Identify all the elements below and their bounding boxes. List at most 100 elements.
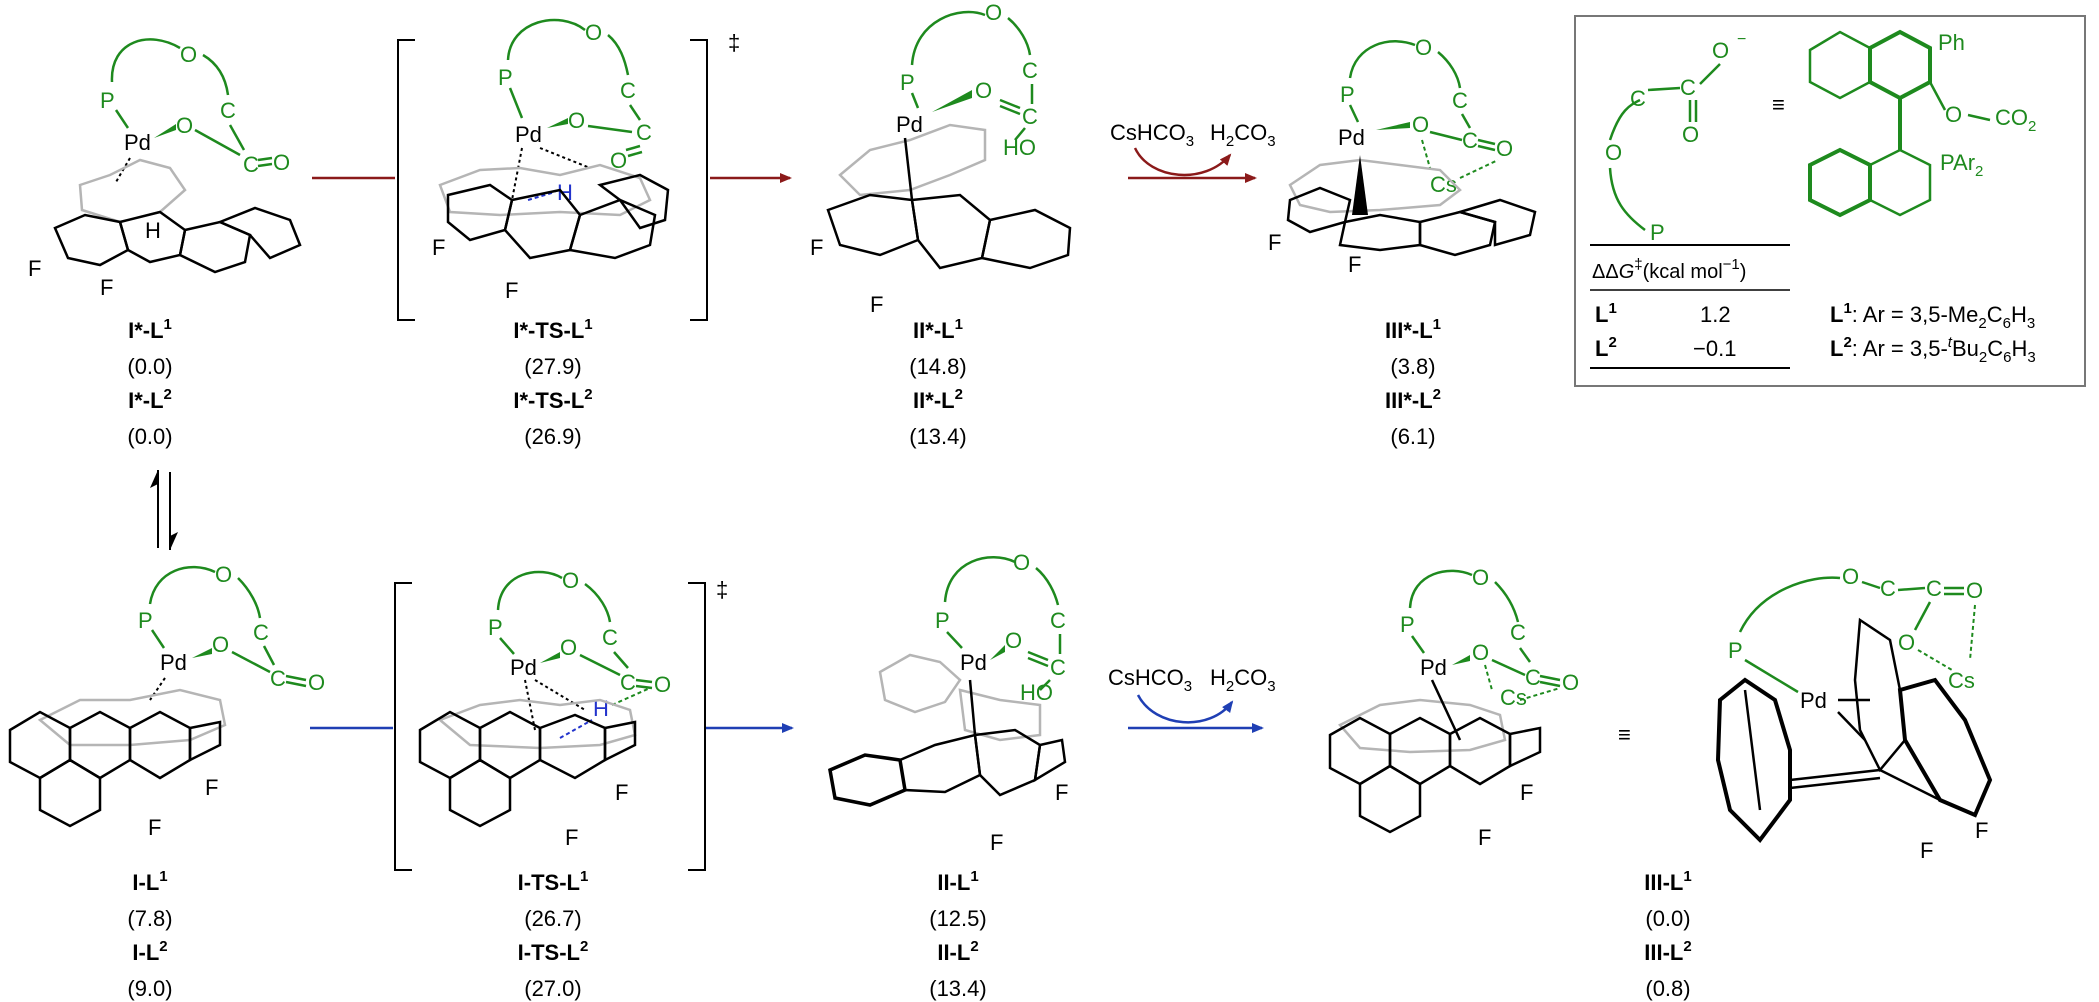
svg-text:III*-L2: III*-L2	[1385, 386, 1441, 413]
atom-f: F	[100, 275, 113, 300]
svg-text:I-TS-L1: I-TS-L1	[518, 868, 589, 895]
svg-text:O: O	[1496, 136, 1513, 161]
structure-TS-star: P O C C O O Pd H F F	[432, 18, 670, 303]
atom-c: C	[243, 152, 259, 177]
svg-text:O: O	[585, 20, 602, 45]
svg-text:(26.7): (26.7)	[524, 906, 581, 931]
svg-text:(13.4): (13.4)	[929, 976, 986, 1001]
svg-text:III*-L1: III*-L1	[1385, 316, 1441, 343]
svg-text:O: O	[1682, 122, 1699, 147]
svg-text:P: P	[1650, 220, 1665, 245]
label-TS-star: I*-TS-L1 (27.9) I*-TS-L2 (26.9)	[513, 316, 592, 449]
svg-text:III-L2: III-L2	[1644, 938, 1691, 965]
svg-text:F: F	[1478, 825, 1491, 850]
svg-text:(0.0): (0.0)	[127, 354, 172, 379]
svg-text:O: O	[308, 670, 325, 695]
reagent-arrow-top: CsHCO3 H2CO3	[1110, 120, 1276, 183]
svg-text:PAr2: PAr2	[1940, 150, 1983, 180]
svg-text:(0.8): (0.8)	[1645, 976, 1690, 1001]
svg-text:O: O	[1472, 565, 1489, 590]
svg-text:F: F	[1975, 818, 1988, 843]
structure-II-star: P O C C O HO Pd F F	[810, 0, 1072, 317]
svg-text:C: C	[620, 670, 636, 695]
svg-text:F: F	[810, 235, 823, 260]
svg-text:F: F	[1268, 230, 1281, 255]
svg-text:O: O	[562, 568, 579, 593]
svg-text:C: C	[1680, 75, 1696, 100]
svg-text:C: C	[253, 620, 269, 645]
svg-text:L1: Ar = 3,5-Me2C6H3: L1: Ar = 3,5-Me2C6H3	[1830, 300, 2035, 332]
svg-text:I*-L2: I*-L2	[128, 386, 172, 413]
structure-III-star: P O C C O O Cs Pd F F	[1268, 35, 1537, 277]
svg-text:C: C	[1630, 86, 1646, 111]
atom-o: O	[273, 150, 290, 175]
svg-text:F: F	[1920, 838, 1933, 863]
svg-text:F: F	[1348, 252, 1361, 277]
svg-text:O: O	[1898, 630, 1915, 655]
svg-text:H: H	[557, 180, 573, 205]
svg-text:I*-TS-L2: I*-TS-L2	[513, 386, 592, 413]
svg-text:HO: HO	[1020, 680, 1053, 705]
svg-text:III-L1: III-L1	[1644, 868, 1691, 895]
svg-text:Cs: Cs	[1948, 668, 1975, 693]
svg-text:O: O	[1472, 640, 1489, 665]
svg-text:Pd: Pd	[510, 655, 537, 680]
svg-text:C: C	[1022, 104, 1038, 129]
structure-III-3d: P O C C O O Cs Pd F F	[1715, 564, 1993, 863]
structure-I: P O C C O O Pd F F	[8, 562, 325, 840]
svg-text:(12.5): (12.5)	[929, 906, 986, 931]
svg-text:C: C	[620, 78, 636, 103]
svg-text:O: O	[985, 0, 1002, 25]
svg-text:O: O	[212, 632, 229, 657]
dagger: ‡	[728, 30, 740, 55]
svg-text:F: F	[1055, 780, 1068, 805]
label-II-star: II*-L1 (14.8) II*-L2 (13.4)	[909, 316, 966, 449]
svg-text:C: C	[1050, 655, 1066, 680]
svg-text:(14.8): (14.8)	[909, 354, 966, 379]
svg-text:II-L2: II-L2	[937, 938, 978, 965]
svg-text:−: −	[1737, 31, 1746, 48]
svg-text:O: O	[1945, 102, 1962, 127]
bracket-right-bottom	[688, 582, 706, 871]
svg-text:I*-L1: I*-L1	[128, 316, 172, 343]
label-II: II-L1 (12.5) II-L2 (13.4)	[929, 868, 986, 1001]
svg-text:CO2: CO2	[1995, 105, 2036, 135]
svg-text:ΔΔG‡(kcal mol−1): ΔΔG‡(kcal mol−1)	[1592, 256, 1746, 283]
svg-text:P: P	[1340, 82, 1355, 107]
svg-text:O: O	[1966, 578, 1983, 603]
svg-text:O: O	[1415, 35, 1432, 60]
svg-text:F: F	[505, 278, 518, 303]
label-III-star: III*-L1 (3.8) III*-L2 (6.1)	[1385, 316, 1441, 449]
svg-text:Pd: Pd	[160, 650, 187, 675]
svg-text:F: F	[870, 292, 883, 317]
svg-text:(6.1): (6.1)	[1390, 424, 1435, 449]
svg-text:P: P	[138, 608, 153, 633]
equiv-sign: ≡	[1618, 722, 1631, 747]
svg-text:Pd: Pd	[1420, 655, 1447, 680]
svg-text:O: O	[1412, 112, 1429, 137]
atom-o: O	[176, 113, 193, 138]
svg-text:1.2: 1.2	[1700, 302, 1731, 327]
svg-text:C: C	[1050, 608, 1066, 633]
svg-text:P: P	[1728, 638, 1743, 663]
svg-text:(7.8): (7.8)	[127, 906, 172, 931]
svg-text:Ph: Ph	[1938, 30, 1965, 55]
svg-text:Pd: Pd	[1338, 125, 1365, 150]
svg-text:O: O	[215, 562, 232, 587]
svg-text:II*-L1: II*-L1	[913, 316, 963, 343]
svg-text:O: O	[1842, 564, 1859, 589]
svg-text:H2CO3: H2CO3	[1210, 665, 1276, 695]
atom-o: O	[180, 42, 197, 67]
svg-text:(9.0): (9.0)	[127, 976, 172, 1001]
svg-text:Pd: Pd	[1800, 688, 1827, 713]
svg-text:C: C	[1462, 128, 1478, 153]
svg-text:O: O	[654, 672, 671, 697]
svg-text:O: O	[1562, 670, 1579, 695]
label-I-star: I*-L1 (0.0) I*-L2 (0.0)	[127, 316, 172, 449]
label-I: I-L1 (7.8) I-L2 (9.0)	[127, 868, 172, 1001]
svg-text:Pd: Pd	[960, 650, 987, 675]
svg-text:P: P	[935, 608, 950, 633]
svg-text:(0.0): (0.0)	[1645, 906, 1690, 931]
svg-text:O: O	[560, 635, 577, 660]
